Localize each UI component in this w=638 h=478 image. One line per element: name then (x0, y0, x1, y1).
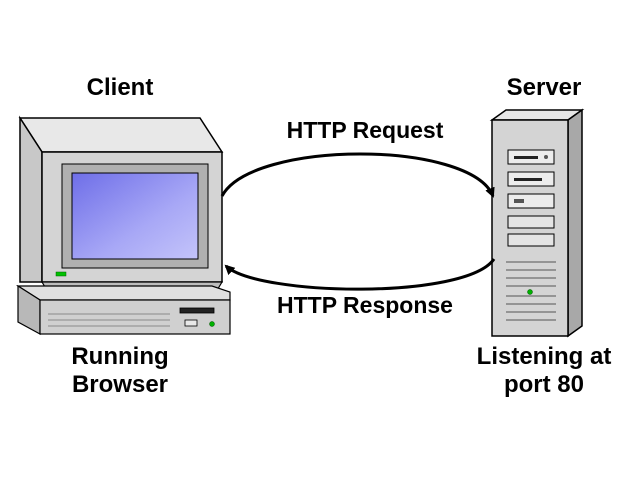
monitor-top (18, 117, 224, 153)
http-response-label: HTTP Response (277, 292, 453, 318)
client-title: Client (86, 74, 154, 101)
client-caption-line1: Running (71, 343, 169, 370)
monitor-power-led (55, 271, 67, 277)
monitor-screen (71, 172, 199, 260)
http-request-label: HTTP Request (286, 117, 444, 143)
server-caption-line2: port 80 (503, 370, 584, 398)
server-drive-bays (507, 149, 555, 247)
server-power-led (527, 289, 533, 295)
floppy-slot (179, 307, 215, 314)
desktop-base-top (15, 285, 231, 301)
server-caption: Listening at port 80 (450, 343, 638, 398)
server-vents (506, 261, 556, 321)
drive-button (184, 319, 198, 327)
client-caption-line2: Browser (71, 370, 169, 398)
http-response-arrow (224, 258, 496, 291)
desktop-vents (48, 313, 170, 327)
server-right-side (567, 108, 583, 338)
server-top (489, 109, 585, 121)
server-title: Server (506, 74, 582, 101)
desktop-base-front (39, 299, 231, 335)
server-tower-icon (489, 108, 585, 338)
client-caption: Running Browser (40, 343, 200, 398)
http-request-arrow (220, 152, 495, 198)
server-caption-line1: Listening at (476, 343, 612, 370)
desktop-power-led (209, 321, 215, 327)
client-computer-icon (15, 115, 231, 336)
